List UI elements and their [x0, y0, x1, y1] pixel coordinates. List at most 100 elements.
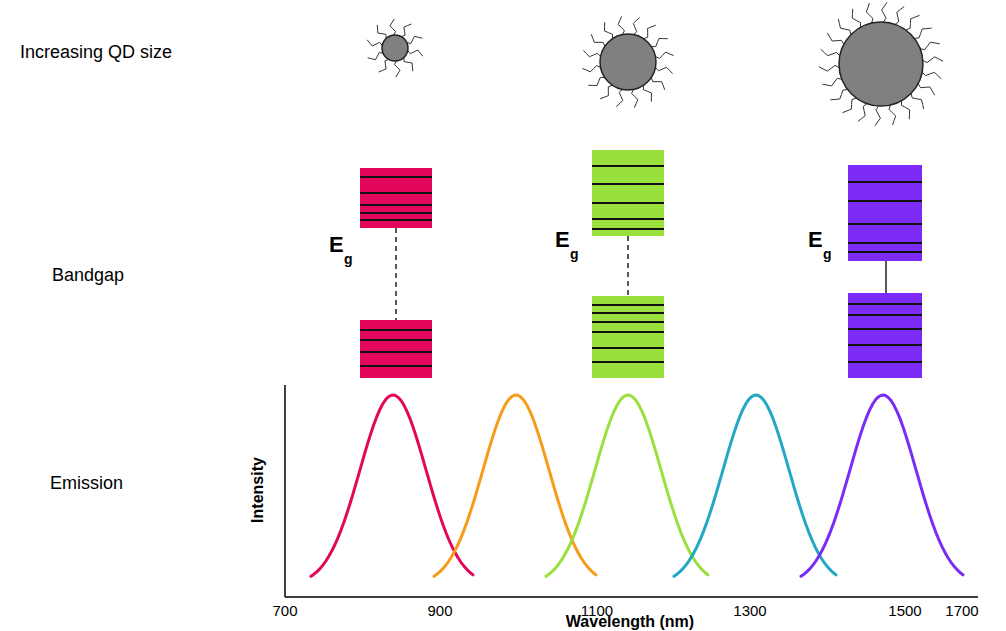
energy-level: [848, 344, 922, 346]
ligand: [600, 85, 612, 99]
ligand: [605, 22, 613, 38]
ligand: [922, 72, 941, 79]
ligand: [651, 39, 667, 47]
ligand: [889, 105, 896, 125]
ligand: [819, 65, 839, 71]
conduction-band: [848, 165, 922, 261]
qd-medium: [600, 34, 656, 90]
ligand: [582, 66, 600, 72]
ligand: [882, 2, 887, 22]
ligand: [583, 50, 600, 56]
conduction-band: [592, 150, 664, 236]
ligand: [390, 19, 396, 35]
emission-peak: [674, 395, 836, 576]
ligand: [911, 93, 924, 109]
ligand: [827, 33, 844, 45]
ligand: [644, 25, 656, 39]
x-axis: [285, 596, 978, 598]
ligand: [843, 98, 857, 113]
ligand: [367, 40, 382, 46]
bandgap-symbol: E: [555, 229, 570, 251]
ligand: [852, 9, 860, 28]
energy-level: [848, 328, 922, 330]
bandgap-subscript: g: [344, 252, 353, 266]
ligand: [616, 89, 622, 106]
ligand: [822, 78, 842, 86]
ligand: [408, 50, 423, 56]
energy-level: [360, 219, 432, 221]
ligand: [632, 90, 638, 108]
ligand: [643, 85, 651, 101]
ligand: [858, 104, 867, 122]
tick-label: 1700: [945, 603, 978, 618]
ligand: [906, 15, 920, 30]
energy-level: [592, 321, 664, 323]
energy-level: [360, 212, 432, 214]
ligand: [918, 84, 935, 96]
energy-level: [592, 304, 664, 306]
energy-level: [360, 192, 432, 194]
valence-band: [848, 293, 922, 378]
tick-label: 1300: [733, 603, 766, 618]
energy-level: [360, 329, 432, 331]
bandgap-symbol: E: [329, 234, 344, 256]
energy-level: [360, 365, 432, 367]
qd-large: [839, 22, 923, 106]
valence-band: [360, 320, 432, 378]
ligand: [591, 34, 605, 46]
ligand: [618, 16, 624, 34]
ligand: [377, 25, 386, 39]
ligand: [368, 53, 384, 60]
gap-line: [395, 228, 397, 320]
ligand: [895, 6, 904, 24]
energy-level: [848, 361, 922, 363]
ligand: [394, 61, 400, 77]
ligands: [367, 2, 943, 126]
tick-label: 1500: [888, 603, 921, 618]
energy-level: [848, 181, 922, 183]
energy-level: [592, 347, 664, 349]
axis-title: Wavelength (nm): [566, 614, 694, 630]
energy-level: [592, 165, 664, 167]
ligand: [914, 28, 931, 38]
bandgap-symbol: E: [808, 229, 823, 251]
conduction-band: [360, 168, 432, 228]
ligand: [404, 58, 413, 72]
energy-level: [360, 339, 432, 341]
ligand: [407, 36, 423, 43]
row-title: Increasing QD size: [20, 43, 172, 61]
gap-line: [627, 236, 629, 296]
ligand: [920, 42, 940, 50]
tick-label: 900: [427, 603, 452, 618]
energy-level: [360, 176, 432, 178]
emission-curves: [311, 395, 963, 576]
energy-level: [592, 331, 664, 333]
ligand: [838, 19, 851, 35]
ligand: [901, 101, 909, 120]
row-title: Emission: [50, 474, 123, 492]
energy-level: [848, 242, 922, 244]
energy-level: [848, 314, 922, 316]
energy-level: [592, 312, 664, 314]
energy-level: [848, 303, 922, 305]
y-axis: [284, 385, 286, 597]
ligand: [655, 67, 672, 73]
valence-band: [592, 296, 664, 378]
emission-peak: [311, 395, 473, 576]
ligand: [651, 78, 665, 90]
tick-label: 700: [272, 603, 297, 618]
ligand: [866, 3, 873, 23]
ligand: [821, 49, 840, 56]
qd-small: [382, 35, 408, 61]
row-title: Bandgap: [52, 266, 124, 284]
ligand: [379, 59, 389, 72]
bandgap-subscript: g: [570, 247, 579, 261]
bandgap-subscript: g: [823, 247, 832, 261]
energy-level: [592, 228, 664, 230]
axis-title: Intensity: [250, 457, 266, 523]
energy-level: [592, 202, 664, 204]
ligand: [633, 17, 639, 34]
emission-peak: [546, 395, 708, 576]
